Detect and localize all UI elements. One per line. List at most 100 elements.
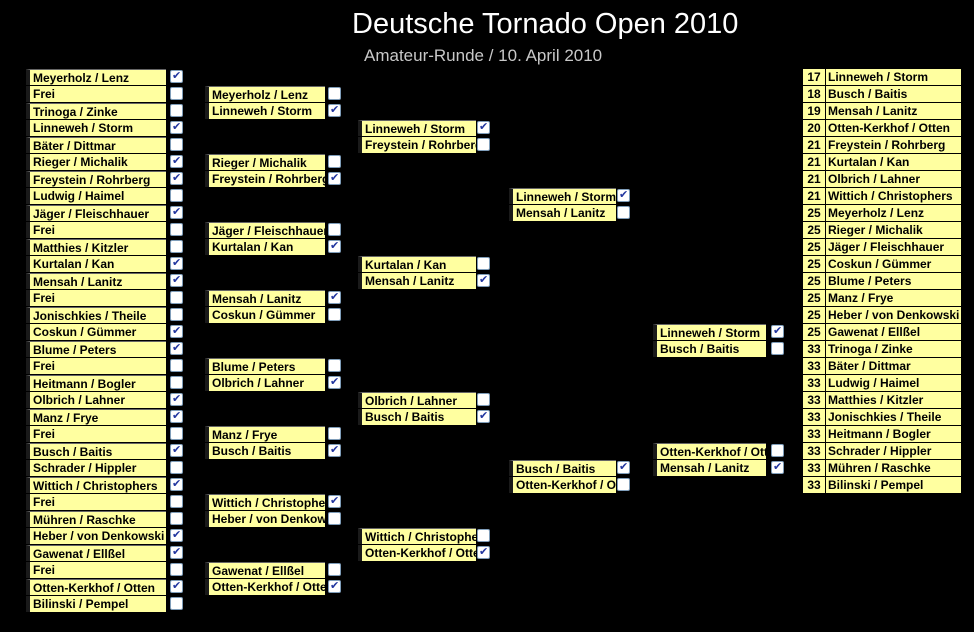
round1-winner-checkbox[interactable] (170, 528, 183, 542)
round1-winner-checkbox[interactable] (170, 154, 183, 168)
round1-team-entry: Ludwig / Haimel (26, 188, 166, 204)
round1-winner-checkbox[interactable] (170, 205, 183, 219)
ranking-team-name: Freystein / Rohrberg (826, 137, 961, 153)
round3-winner-checkbox[interactable] (477, 257, 490, 270)
ranking-team-name: Otten-Kerkhof / Otten (826, 120, 961, 136)
round3-winner-checkbox[interactable] (477, 409, 490, 423)
round2-winner-checkbox[interactable] (328, 359, 341, 372)
ranking-place: 19 (803, 103, 825, 119)
round1-team-entry: Bilinski / Pempel (26, 596, 166, 612)
round2-winner-checkbox[interactable] (328, 427, 341, 440)
round1-winner-checkbox[interactable] (170, 189, 183, 202)
round3-winner-checkbox[interactable] (477, 393, 490, 406)
round2-team-entry: Rieger / Michalik (205, 154, 325, 170)
round3-winner-checkbox[interactable] (477, 529, 490, 542)
round1-winner-checkbox[interactable] (170, 341, 183, 355)
round1-winner-checkbox[interactable] (170, 87, 183, 100)
round1-team-entry: Mühren / Raschke (26, 511, 166, 527)
round1-winner-checkbox[interactable] (170, 359, 183, 372)
round1-team-entry: Frei (26, 222, 166, 238)
round1-winner-checkbox[interactable] (170, 392, 183, 406)
round2-winner-checkbox[interactable] (328, 171, 341, 185)
round3-winner-checkbox[interactable] (477, 120, 490, 134)
round1-winner-checkbox[interactable] (170, 545, 183, 559)
ranking-team-name: Gawenat / Ellßel (826, 324, 961, 340)
round1-winner-checkbox[interactable] (170, 409, 183, 423)
round1-winner-checkbox[interactable] (170, 223, 183, 236)
round3-winner-checkbox[interactable] (477, 273, 490, 287)
round2-winner-checkbox[interactable] (328, 290, 341, 304)
round1-winner-checkbox[interactable] (170, 477, 183, 491)
ranking-team-name: Wittich / Christophers (826, 188, 961, 204)
round5-winner-checkbox[interactable] (771, 342, 784, 355)
round1-winner-checkbox[interactable] (170, 291, 183, 304)
round5-team-entry: Busch / Baitis (653, 341, 766, 357)
round1-winner-checkbox[interactable] (170, 512, 183, 525)
round1-winner-checkbox[interactable] (170, 376, 183, 389)
round1-winner-checkbox[interactable] (170, 171, 183, 185)
ranking-place: 21 (803, 188, 825, 204)
round1-winner-checkbox[interactable] (170, 597, 183, 610)
round1-team-entry: Heitmann / Bogler (26, 375, 166, 391)
round1-winner-checkbox[interactable] (170, 273, 183, 287)
round3-team-entry: Wittich / Christophers (358, 528, 476, 544)
ranking-place: 33 (803, 443, 825, 459)
page-title: Deutsche Tornado Open 2010 (352, 8, 739, 40)
ranking-place: 33 (803, 358, 825, 374)
round4-winner-checkbox[interactable] (617, 478, 630, 491)
round2-winner-checkbox[interactable] (328, 155, 341, 168)
round1-winner-checkbox[interactable] (170, 579, 183, 593)
round3-winner-checkbox[interactable] (477, 138, 490, 151)
round1-winner-checkbox[interactable] (170, 563, 183, 576)
round1-winner-checkbox[interactable] (170, 443, 183, 457)
round5-winner-checkbox[interactable] (771, 324, 784, 338)
round2-winner-checkbox[interactable] (328, 443, 341, 457)
round2-winner-checkbox[interactable] (328, 375, 341, 389)
round1-team-entry: Freystein / Rohrberg (26, 171, 166, 187)
round1-winner-checkbox[interactable] (170, 495, 183, 508)
round3-winner-checkbox[interactable] (477, 545, 490, 559)
round2-winner-checkbox[interactable] (328, 239, 341, 253)
round1-winner-checkbox[interactable] (170, 104, 183, 117)
round1-winner-checkbox[interactable] (170, 427, 183, 440)
round4-winner-checkbox[interactable] (617, 460, 630, 474)
round2-team-entry: Blume / Peters (205, 358, 325, 374)
ranking-place: 25 (803, 222, 825, 238)
round2-winner-checkbox[interactable] (328, 223, 341, 236)
round4-winner-checkbox[interactable] (617, 206, 630, 219)
round1-winner-checkbox[interactable] (170, 461, 183, 474)
round1-winner-checkbox[interactable] (170, 138, 183, 151)
round2-winner-checkbox[interactable] (328, 87, 341, 100)
round1-team-entry: Jäger / Fleischhauer (26, 205, 166, 221)
round3-team-entry: Mensah / Lanitz (358, 273, 476, 289)
ranking-place: 17 (803, 69, 825, 85)
round1-team-entry: Olbrich / Lahner (26, 392, 166, 408)
round5-winner-checkbox[interactable] (771, 444, 784, 457)
round1-team-entry: Frei (26, 290, 166, 306)
round1-winner-checkbox[interactable] (170, 256, 183, 270)
round2-winner-checkbox[interactable] (328, 512, 341, 525)
round2-winner-checkbox[interactable] (328, 103, 341, 117)
round1-team-entry: Meyerholz / Lenz (26, 69, 166, 85)
round4-winner-checkbox[interactable] (617, 188, 630, 202)
round1-winner-checkbox[interactable] (170, 240, 183, 253)
ranking-team-name: Linneweh / Storm (826, 69, 961, 85)
ranking-team-name: Heber / von Denkowski (826, 307, 961, 323)
round1-winner-checkbox[interactable] (170, 69, 183, 83)
ranking-team-name: Rieger / Michalik (826, 222, 961, 238)
round1-winner-checkbox[interactable] (170, 308, 183, 321)
round2-team-entry: Busch / Baitis (205, 443, 325, 459)
round2-winner-checkbox[interactable] (328, 579, 341, 593)
round2-winner-checkbox[interactable] (328, 308, 341, 321)
ranking-place: 25 (803, 205, 825, 221)
ranking-place: 33 (803, 426, 825, 442)
ranking-place: 18 (803, 86, 825, 102)
round2-team-entry: Coskun / Gümmer (205, 307, 325, 323)
ranking-place: 25 (803, 239, 825, 255)
round5-winner-checkbox[interactable] (771, 460, 784, 474)
round2-winner-checkbox[interactable] (328, 563, 341, 576)
round1-winner-checkbox[interactable] (170, 120, 183, 134)
round1-winner-checkbox[interactable] (170, 324, 183, 338)
ranking-place: 33 (803, 477, 825, 493)
round2-winner-checkbox[interactable] (328, 494, 341, 508)
